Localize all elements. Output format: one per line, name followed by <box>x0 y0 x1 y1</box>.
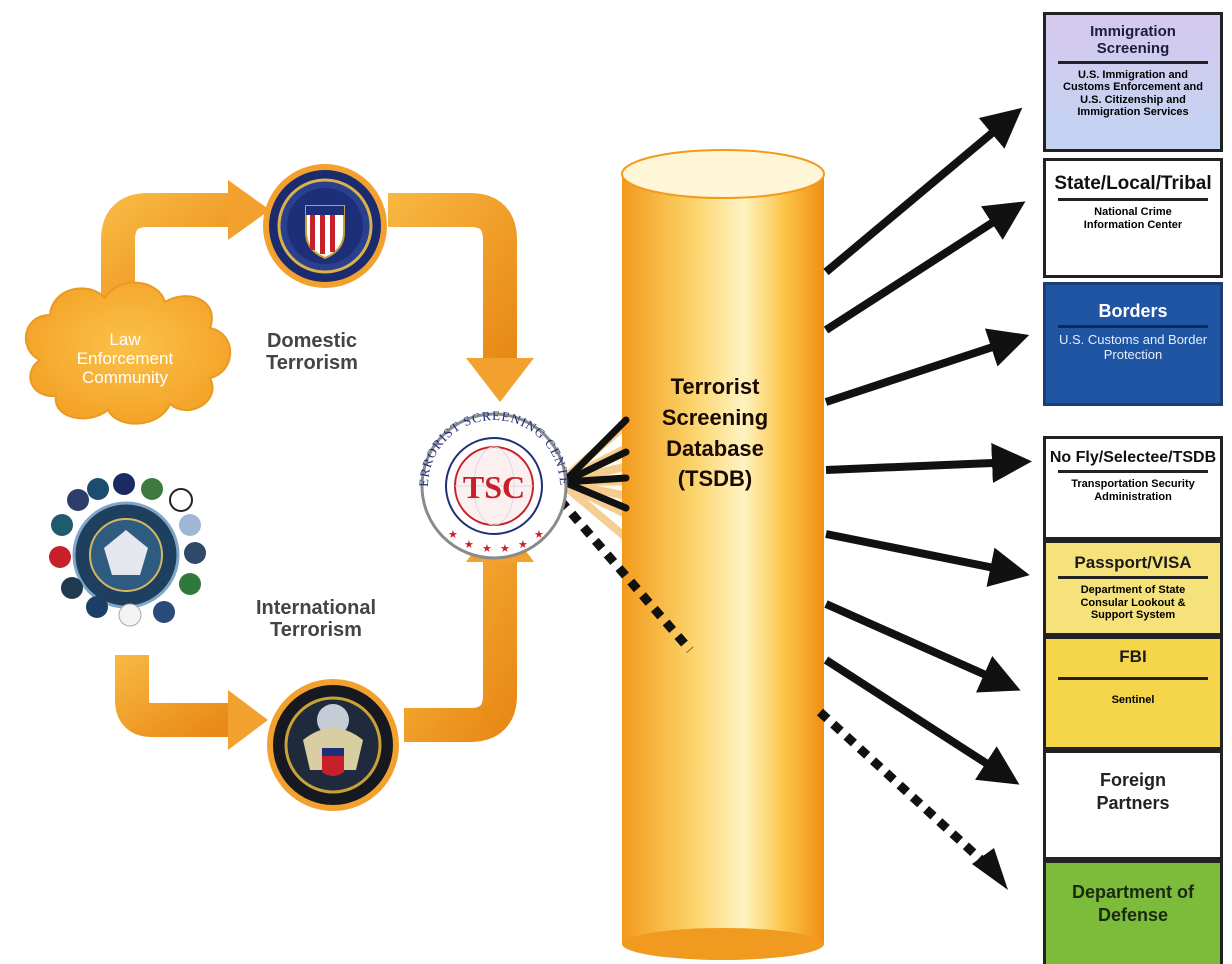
panel-no-fly-selectee: No Fly/Selectee/TSDB Transportation Secu… <box>1043 436 1223 540</box>
panel-borders: Borders U.S. Customs and Border Protecti… <box>1043 282 1223 406</box>
flow-arrow-intel-to-nctc <box>115 655 268 750</box>
tsdb-cylinder <box>621 149 825 960</box>
panel-divider <box>1058 576 1208 579</box>
panel-divider <box>1058 677 1208 680</box>
svg-text:★: ★ <box>500 543 510 555</box>
distribution-arrows <box>823 107 1032 785</box>
domestic-terrorism-label: Domestic Terrorism <box>266 330 358 375</box>
panel-title: No Fly/Selectee/TSDB <box>1049 449 1217 466</box>
panel-title: FBI <box>1119 647 1147 666</box>
panel-title: Borders <box>1098 301 1168 321</box>
panel-state-local-tribal: State/Local/Tribal National Crime Inform… <box>1043 158 1223 278</box>
panel-divider <box>1058 60 1208 64</box>
international-terrorism-label: International Terrorism <box>255 597 376 642</box>
panel-foreign-partners: Foreign Partners <box>1043 750 1223 860</box>
panel-immigration-screening: Immigration Screening U.S. Immigration a… <box>1043 12 1223 152</box>
fbi-seal <box>263 164 387 288</box>
nctc-seal <box>267 679 399 811</box>
panel-title: Department of Defense <box>1071 882 1194 926</box>
panel-subtitle: U.S. Immigration and Customs Enforcement… <box>1063 68 1203 119</box>
flow-arrow-fbi-to-tsc <box>388 193 534 402</box>
panel-department-of-defense: Department of Defense <box>1043 860 1223 964</box>
panel-subtitle: U.S. Customs and Border Protection <box>1058 332 1208 362</box>
panel-title: Immigration Screening <box>1090 23 1176 58</box>
svg-text:★: ★ <box>534 529 544 541</box>
panel-title: Passport/VISA <box>1074 553 1192 572</box>
panel-title: State/Local/Tribal <box>1054 173 1212 194</box>
panel-divider <box>1058 325 1208 328</box>
svg-text:★: ★ <box>464 539 474 551</box>
tsc-center-text: TSC <box>463 469 525 505</box>
svg-text:★: ★ <box>482 543 492 555</box>
dashed-arrow-head <box>972 848 1008 890</box>
tsdb-label: Terrorist Screening Database (TSDB) <box>661 374 769 492</box>
panel-title: Foreign Partners <box>1096 770 1170 814</box>
tsc-seal: ★ ★ ★ ★ ★ ★ <box>420 412 568 560</box>
panel-divider <box>1058 198 1208 201</box>
panel-subtitle: Department of State Consular Lookout & S… <box>1080 584 1186 622</box>
tsc-dashed-connector <box>556 497 994 872</box>
law-enforcement-cloud <box>24 281 232 425</box>
intelligence-community-seals <box>49 473 206 627</box>
panel-subtitle: Sentinel <box>1111 694 1155 706</box>
tsc-connector-strokes <box>560 416 630 512</box>
panel-subtitle: Transportation Security Administration <box>1071 478 1195 503</box>
svg-text:★: ★ <box>518 539 528 551</box>
panel-passport-visa: Passport/VISA Department of State Consul… <box>1043 540 1223 636</box>
law-enforcement-community-label: Law Enforcement Community <box>76 330 174 388</box>
panel-fbi: FBI Sentinel <box>1043 636 1223 750</box>
panel-divider <box>1058 470 1208 473</box>
flow-arrow-cloud-to-fbi <box>101 180 270 300</box>
panel-subtitle: National Crime Information Center <box>1083 206 1183 231</box>
svg-text:★: ★ <box>448 529 458 541</box>
